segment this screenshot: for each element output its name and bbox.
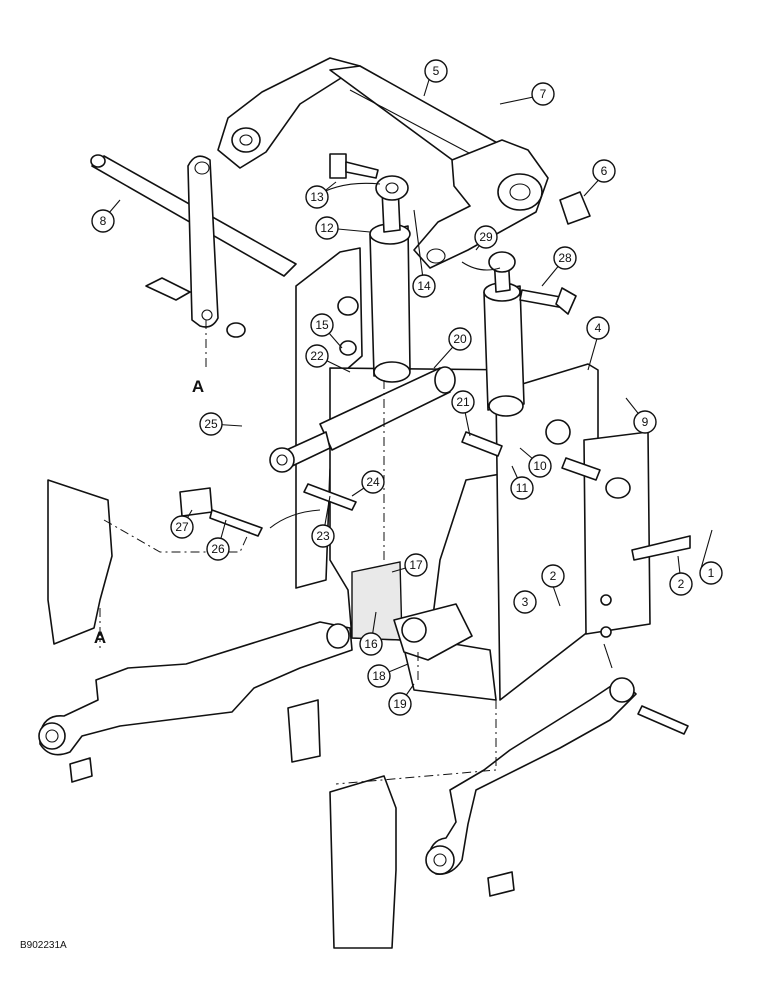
svg-text:2: 2 [550, 569, 557, 583]
svg-text:8: 8 [100, 214, 107, 228]
svg-text:3: 3 [522, 595, 529, 609]
callout-9: 9 [633, 410, 657, 434]
callout-11: 11 [510, 476, 534, 500]
callout-21: 21 [451, 390, 475, 414]
right-side-plate [495, 363, 651, 701]
callout-25: 25 [199, 412, 223, 436]
callout-3: 3 [513, 590, 537, 614]
lift-arm-icon [38, 621, 353, 783]
svg-text:24: 24 [366, 475, 380, 489]
svg-text:27: 27 [175, 520, 189, 534]
callout-28: 28 [553, 246, 577, 270]
callout-8: 8 [91, 209, 115, 233]
svg-text:18: 18 [372, 669, 386, 683]
callout-18: 18 [367, 664, 391, 688]
callout-1: 1 [699, 561, 723, 585]
vertical-link [145, 155, 246, 338]
callout-leaders [102, 69, 713, 705]
callout-5: 5 [424, 59, 448, 83]
ref-letter-a-top: A [192, 377, 204, 396]
svg-text:22: 22 [310, 349, 324, 363]
callout-7: 7 [531, 82, 555, 106]
right-lift-arm [425, 677, 637, 897]
svg-text:1: 1 [708, 566, 715, 580]
svg-text:15: 15 [315, 318, 329, 332]
callout-14: 14 [412, 274, 436, 298]
svg-text:2: 2 [678, 577, 685, 591]
svg-text:9: 9 [642, 415, 649, 429]
svg-text:6: 6 [601, 164, 608, 178]
svg-text:26: 26 [211, 542, 225, 556]
alignment-lines [99, 320, 497, 785]
svg-text:16: 16 [364, 637, 378, 651]
svg-text:28: 28 [558, 251, 572, 265]
hitch-frame-drawing [38, 57, 691, 949]
svg-text:5: 5 [433, 64, 440, 78]
svg-text:7: 7 [540, 87, 547, 101]
callout-13: 13 [305, 185, 329, 209]
callout-23: 23 [311, 524, 335, 548]
guard-plates [47, 479, 397, 949]
callout-10: 10 [528, 454, 552, 478]
callout-19: 19 [388, 692, 412, 716]
svg-text:21: 21 [456, 395, 470, 409]
hydraulic-cylinder-icon [369, 175, 411, 383]
callout-29: 29 [474, 225, 498, 249]
horizontal-cylinder [269, 366, 456, 473]
rockshaft-assembly [217, 57, 549, 269]
figure-id: B902231A [20, 940, 67, 951]
svg-text:29: 29 [479, 230, 493, 244]
callout-17: 17 [404, 553, 428, 577]
svg-text:11: 11 [516, 481, 529, 495]
callout-20: 20 [448, 327, 472, 351]
right-hydraulic-cylinder [483, 251, 525, 417]
ref-letter-a-bottom: A [94, 628, 106, 647]
svg-text:23: 23 [316, 529, 330, 543]
center-frame [329, 367, 525, 701]
svg-text:19: 19 [393, 697, 407, 711]
svg-text:13: 13 [310, 190, 324, 204]
callout-4: 4 [586, 316, 610, 340]
svg-text:4: 4 [595, 321, 602, 335]
callout-24: 24 [361, 470, 385, 494]
svg-text:20: 20 [453, 332, 467, 346]
callout-2-center: 2 [541, 564, 565, 588]
svg-text:12: 12 [320, 221, 334, 235]
callout-12: 12 [315, 216, 339, 240]
svg-text:14: 14 [417, 279, 431, 293]
callout-2-right: 2 [669, 572, 693, 596]
callout-22: 22 [305, 344, 329, 368]
callout-26: 26 [206, 537, 230, 561]
svg-text:10: 10 [533, 459, 547, 473]
callout-6: 6 [592, 159, 616, 183]
callout-27: 27 [170, 515, 194, 539]
svg-text:17: 17 [409, 558, 423, 572]
svg-text:25: 25 [204, 417, 218, 431]
callout-16: 16 [359, 632, 383, 656]
callout-15: 15 [310, 313, 334, 337]
